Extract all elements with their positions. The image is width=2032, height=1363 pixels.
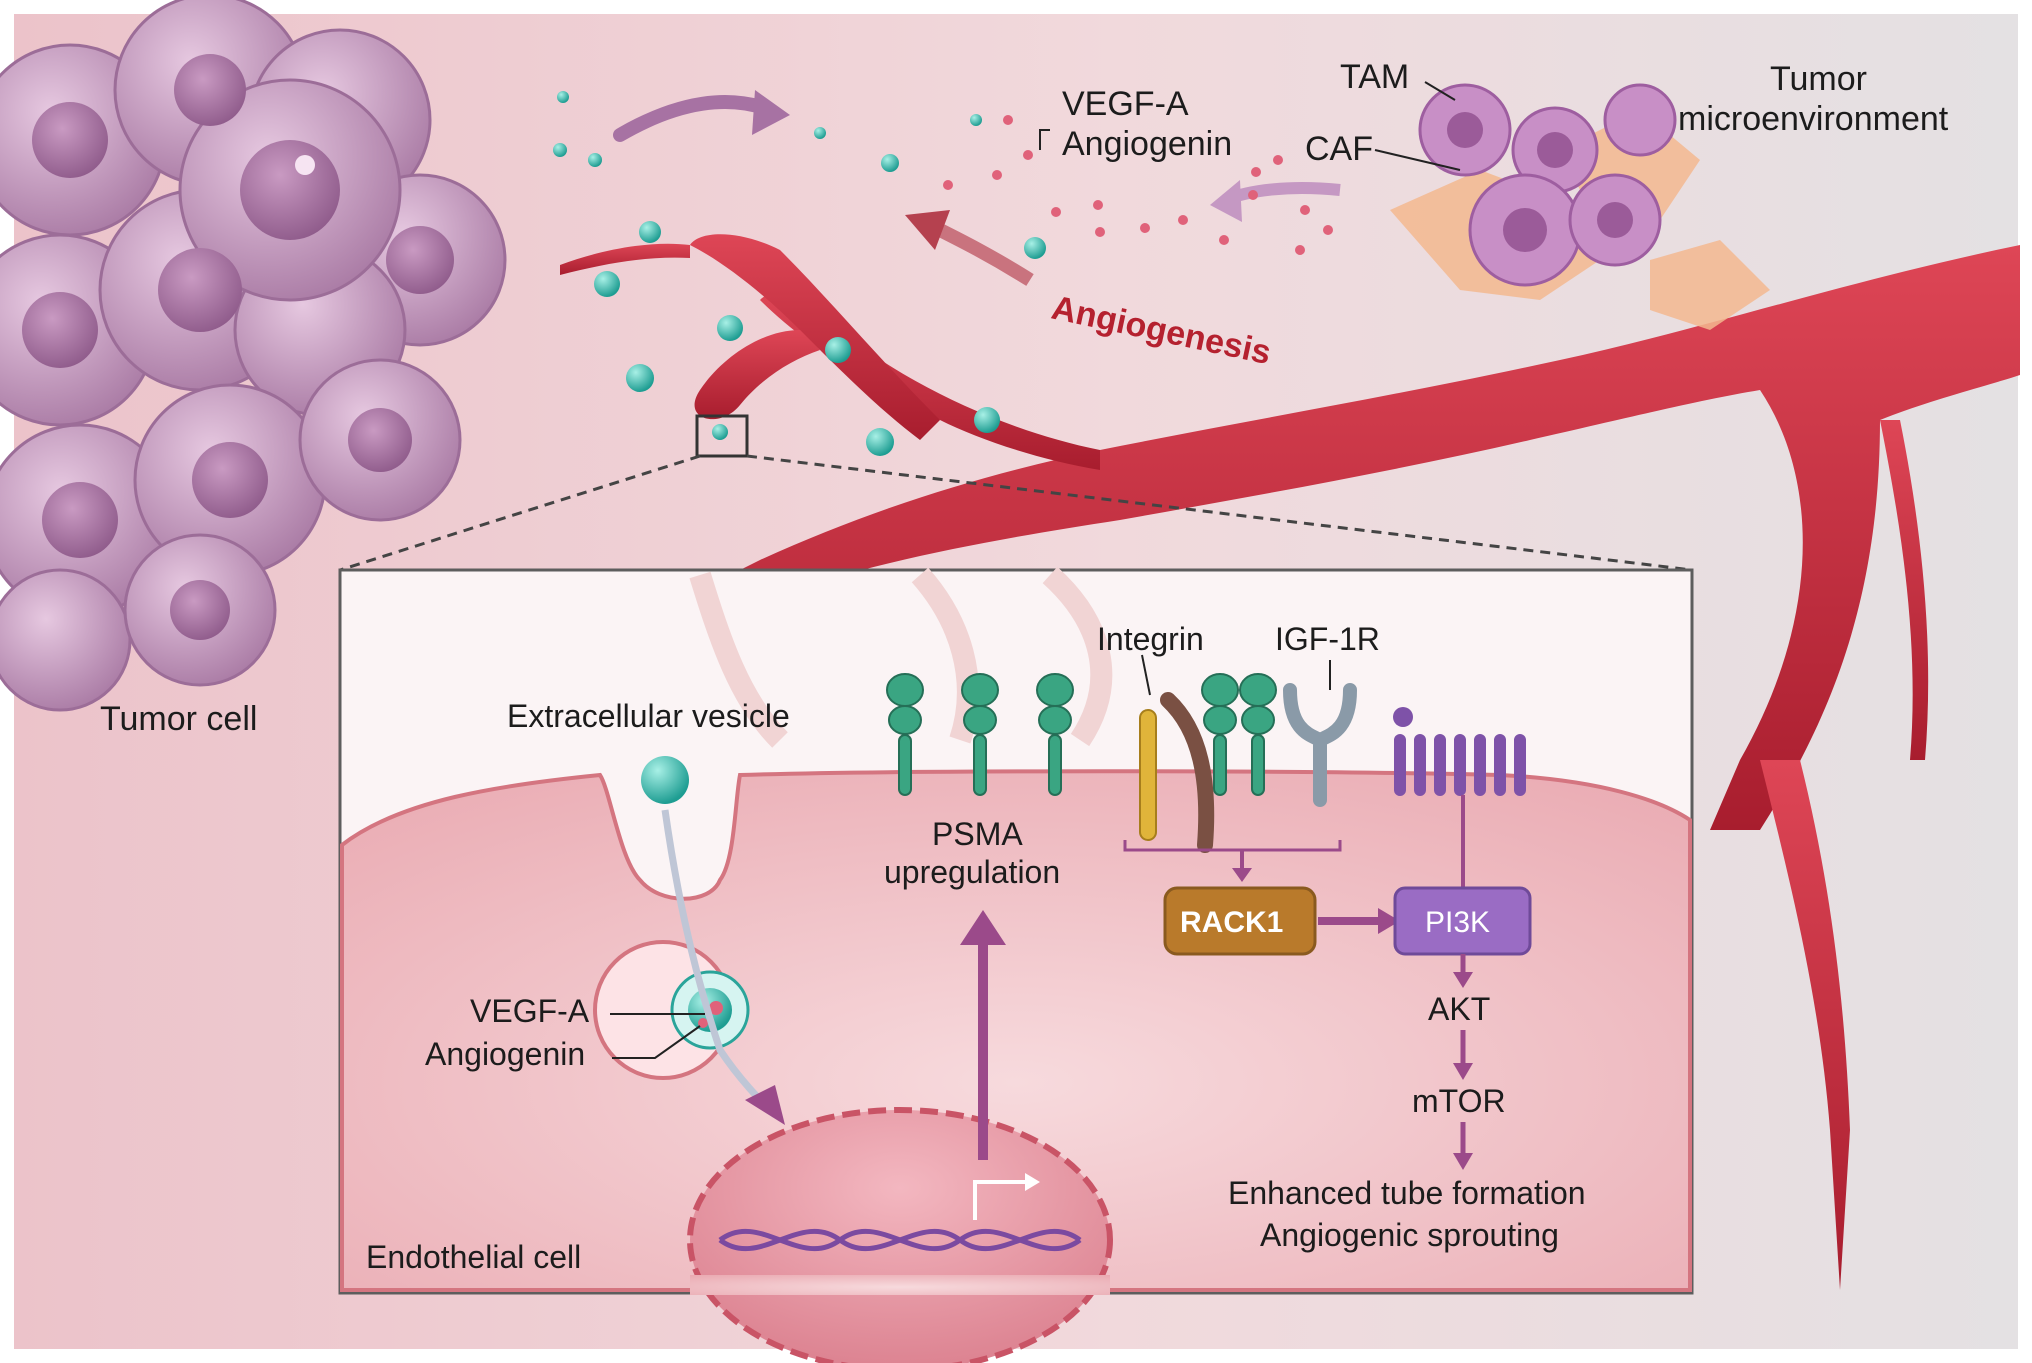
igf1r-label: IGF-1R <box>1275 621 1380 657</box>
tumor-microenvironment-label-1: Tumor <box>1770 60 1867 98</box>
psma-label: PSMA <box>932 816 1023 852</box>
integrin-label: Integrin <box>1097 621 1204 657</box>
angiogenesis-arrowhead <box>905 210 950 250</box>
outcome-label-1: Enhanced tube formation <box>1228 1175 1586 1211</box>
vegf-a-label-inner: VEGF-A <box>470 993 590 1029</box>
angiogenesis-arrow <box>936 223 1034 286</box>
zoom-source-box <box>695 414 749 458</box>
vegf-angiogenin-molecules <box>943 115 1333 255</box>
vegf-a-label-top: VEGF-A <box>1062 85 1189 123</box>
rack1-box <box>1163 886 1317 956</box>
tumor-cell-cluster <box>0 0 507 712</box>
tumor-cell-label: Tumor cell <box>100 700 257 738</box>
rack1-label: RACK1 <box>1180 906 1283 939</box>
blood-vessel <box>560 234 2020 1290</box>
mtor-label: mTOR <box>1412 1083 1506 1119</box>
gpcr-receptor <box>1393 707 1526 796</box>
pi3k-label: PI3K <box>1425 906 1490 939</box>
caf-label: CAF <box>1305 130 1373 168</box>
outcome-label-2: Angiogenic sprouting <box>1260 1217 1559 1253</box>
igf1r-receptor <box>1283 683 1357 807</box>
zoom-line-right <box>746 454 1693 572</box>
tam-label: TAM <box>1340 58 1409 96</box>
release-arrowhead <box>1210 180 1242 222</box>
extracellular-vesicle-label: Extracellular vesicle <box>507 698 790 734</box>
endothelial-inset <box>338 566 1694 1363</box>
akt-label: AKT <box>1428 991 1490 1027</box>
angiogenin-label-top: Angiogenin <box>1062 125 1232 163</box>
incoming-vesicle <box>641 756 689 804</box>
extracellular-vesicles <box>553 91 1046 456</box>
endothelial-cell-label: Endothelial cell <box>366 1239 581 1275</box>
transcription-start-arrow <box>973 1180 1030 1220</box>
integrin-receptor <box>1139 692 1215 853</box>
psma-upregulation-label: upregulation <box>884 854 1060 890</box>
receptor-bracket <box>1123 840 1342 852</box>
tumor-microenvironment-label-2: microenvironment <box>1678 100 1949 138</box>
psma-receptors <box>886 673 1277 796</box>
dna-strand-2 <box>718 1228 1082 1252</box>
angiogenin-label-inner: Angiogenin <box>425 1036 585 1072</box>
secretion-arrowhead <box>752 90 790 135</box>
zoom-line-left <box>339 454 701 572</box>
nucleus <box>687 1107 1113 1363</box>
tam-caf-cluster <box>1390 83 1770 330</box>
trafficking-arrowhead <box>745 1085 785 1125</box>
